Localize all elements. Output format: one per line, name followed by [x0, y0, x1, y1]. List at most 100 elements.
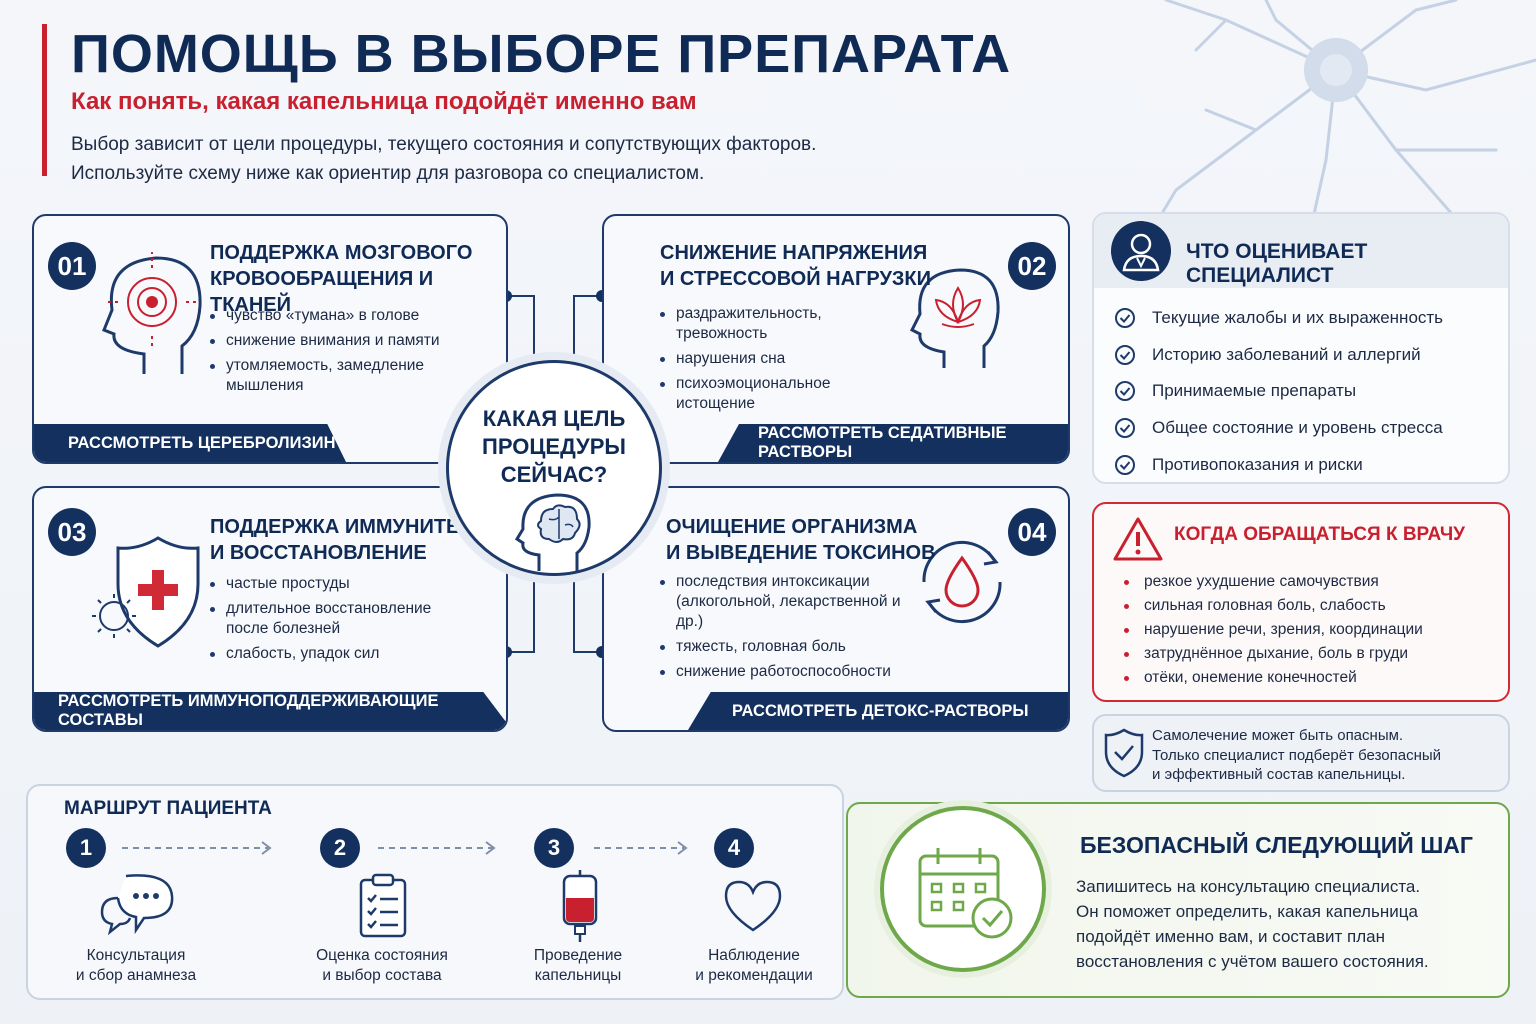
- question-line: СЕЙЧАС?: [500, 462, 608, 487]
- question-line: ПРОЦЕДУРЫ: [482, 434, 626, 459]
- shield-cross-icon: [92, 536, 200, 648]
- symptom-list: раздражительность, тревожность нарушения…: [658, 304, 858, 419]
- recommendation-ribbon[interactable]: РАССМОТРЕТЬ ИММУНОПОДДЕРЖИВАЮЩИЕ СОСТАВЫ: [34, 692, 506, 730]
- check-circle-icon: [1115, 454, 1135, 475]
- checklist-text: Текущие жалобы и их выраженность: [1152, 308, 1444, 328]
- card-title-line: ПОДДЕРЖКА МОЗГОВОГО: [210, 242, 473, 264]
- warning-list: резкое ухудшение самочувствия сильная го…: [1118, 570, 1423, 690]
- list-item: снижение работоспособности: [658, 662, 908, 682]
- next-step-title: БЕЗОПАСНЫЙ СЛЕДУЮЩИЙ ШАГ: [1080, 832, 1473, 858]
- note-line: Самолечение может быть опасным.: [1152, 727, 1404, 744]
- step-label-line: и выбор состава: [322, 967, 442, 984]
- check-circle-icon: [1115, 344, 1135, 365]
- checklist-item: Общее состояние и уровень стресса: [1114, 410, 1443, 447]
- neuron-illustration: [1144, 0, 1536, 252]
- note-line: Только специалист подберёт безопасный: [1152, 746, 1442, 764]
- warning-triangle-icon: [1113, 517, 1163, 561]
- recommendation-ribbon[interactable]: РАССМОТРЕТЬ ЦЕРЕБРОЛИЗИН: [34, 424, 346, 462]
- card-title-line: И ВОССТАНОВЛЕНИЕ: [210, 542, 427, 564]
- card-title: ПОДДЕРЖКА ИММУНИТЕТА И ВОССТАНОВЛЕНИЕ: [210, 514, 485, 566]
- list-item: затруднённое дыхание, боль в груди: [1118, 642, 1423, 666]
- recommendation-ribbon[interactable]: РАССМОТРЕТЬ ДЕТОКС-РАСТВОРЫ: [688, 692, 1068, 730]
- step-label-line: и сбор анамнеза: [75, 967, 197, 984]
- dashed-arrow-icon: [122, 841, 272, 855]
- step-label-line: Наблюдение: [708, 947, 800, 964]
- question-line: КАКАЯ ЦЕЛЬ: [482, 406, 626, 431]
- warning-title: КОГДА ОБРАЩАТЬСЯ К ВРАЧУ: [1174, 524, 1465, 545]
- step-label: Наблюдение и рекомендации: [664, 946, 844, 986]
- step-label-line: Консультация: [86, 947, 186, 964]
- card-number: 01: [48, 242, 96, 290]
- list-item: сильная головная боль, слабость: [1118, 594, 1423, 618]
- recommendation-ribbon[interactable]: РАССМОТРЕТЬ СЕДАТИВНЫЕ РАСТВОРЫ: [718, 424, 1068, 462]
- list-item: раздражительность, тревожность: [658, 304, 858, 344]
- next-step-line: восстановления с учётом вашего состояния…: [1076, 952, 1429, 971]
- next-step-line: Он поможет определить, какая капельница: [1076, 902, 1418, 921]
- step-number: 3: [534, 828, 574, 868]
- doctor-avatar-icon: [1111, 221, 1171, 281]
- check-circle-icon: [1115, 418, 1135, 439]
- dashed-arrow-icon: [594, 841, 688, 855]
- page-title: ПОМОЩЬ В ВЫБОРЕ ПРЕПАРАТА: [71, 24, 1012, 84]
- calendar-check-icon: [918, 848, 1013, 939]
- goal-card-detox[interactable]: 04 ОЧИЩЕНИЕ ОРГАНИЗМА И ВЫВЕДЕНИЕ ТОКСИН…: [602, 486, 1070, 732]
- checklist-item: Противопоказания и риски: [1114, 446, 1443, 483]
- self-treatment-note: Самолечение может быть опасным. Только с…: [1092, 714, 1510, 792]
- next-step-line: Запишитесь на консультацию специалиста.: [1076, 877, 1421, 896]
- checklist-text: Противопоказания и риски: [1152, 454, 1363, 474]
- check-circle-icon: [1115, 381, 1135, 402]
- drop-cycle-icon: [922, 540, 1002, 624]
- goal-card-immunity[interactable]: 03 ПОДДЕРЖКА ИММУНИТЕТА И ВОССТАНОВЛЕНИЕ…: [32, 486, 508, 732]
- list-item: тяжесть, головная боль: [658, 637, 908, 657]
- list-item: чувство «тумана» в голове: [208, 306, 478, 326]
- list-item: длительное восстановление после болезней: [208, 599, 458, 639]
- card-title-line: КРОВООБРАЩЕНИЯ И ТКАНЕЙ: [210, 268, 434, 316]
- list-item: снижение внимания и памяти: [208, 331, 478, 351]
- goal-card-stress-relief[interactable]: 02 СНИЖЕНИЕ НАПРЯЖЕНИЯ И СТРЕССОВОЙ НАГР…: [602, 214, 1070, 464]
- card-title-line: ОЧИЩЕНИЕ ОРГАНИЗМА: [666, 516, 918, 538]
- list-item: резкое ухудшение самочувствия: [1118, 570, 1423, 594]
- iv-bag-icon: [562, 870, 598, 942]
- card-title: ОЧИЩЕНИЕ ОРГАНИЗМА И ВЫВЕДЕНИЕ ТОКСИНОВ: [666, 514, 936, 566]
- intro-line: Выбор зависит от цели процедуры, текущег…: [71, 134, 817, 155]
- card-number: 03: [48, 508, 96, 556]
- intro-line: Используйте схему ниже как ориентир для …: [71, 163, 705, 184]
- card-number: 04: [1008, 508, 1056, 556]
- intro-text: Выбор зависит от цели процедуры, текущег…: [71, 130, 1042, 188]
- goal-card-brain-circulation[interactable]: 01 ПОДДЕРЖКА МОЗГОВОГО КРОВООБРАЩЕНИЯ И …: [32, 214, 508, 464]
- symptom-list: чувство «тумана» в голове снижение внима…: [208, 306, 478, 401]
- goal-question: КАКАЯ ЦЕЛЬ ПРОЦЕДУРЫ СЕЙЧАС?: [449, 405, 659, 489]
- list-item: слабость, упадок сил: [208, 644, 458, 664]
- symptom-list: частые простуды длительное восстановлени…: [208, 574, 458, 669]
- checklist-item: Текущие жалобы и их выраженность: [1114, 300, 1443, 337]
- clipboard-icon: [359, 873, 407, 938]
- step-label-line: Оценка состояния: [316, 947, 448, 964]
- next-step-text: Запишитесь на консультацию специалиста. …: [1076, 874, 1476, 974]
- list-item: утомляемость, замедление мышления: [208, 356, 478, 396]
- card-title-line: И СТРЕССОВОЙ НАГРУЗКИ: [660, 268, 932, 290]
- list-item: нарушение речи, зрения, координации: [1118, 618, 1423, 642]
- card-title-line: ПОДДЕРЖКА ИММУНИТЕТА: [210, 516, 485, 538]
- dashed-arrow-icon: [378, 841, 496, 855]
- heart-icon: [724, 880, 782, 932]
- list-item: отёки, онемение конечностей: [1118, 666, 1423, 690]
- symptom-list: последствия интоксикации (алкогольной, л…: [658, 572, 908, 687]
- patient-route-panel: МАРШРУТ ПАЦИЕНТА 1 Консультация и сбор а…: [26, 784, 844, 1000]
- calendar-badge: [880, 806, 1046, 972]
- checklist-text: Общее состояние и уровень стресса: [1152, 418, 1443, 438]
- list-item: нарушения сна: [658, 349, 858, 369]
- next-step-line: подойдёт именно вам, и составит план: [1076, 927, 1385, 946]
- note-text: Самолечение может быть опасным. Только с…: [1152, 726, 1441, 785]
- card-title: ПОДДЕРЖКА МОЗГОВОГО КРОВООБРАЩЕНИЯ И ТКА…: [210, 240, 506, 318]
- checklist-item: Принимаемые препараты: [1114, 373, 1443, 410]
- list-item: психоэмоциональное истощение: [658, 374, 858, 414]
- specialist-panel: ЧТО ОЦЕНИВАЕТ СПЕЦИАЛИСТ Текущие жалобы …: [1092, 212, 1510, 484]
- head-target-icon: [102, 252, 202, 374]
- checklist-text: Принимаемые препараты: [1152, 381, 1357, 401]
- note-line: и эффективный состав капельницы.: [1152, 766, 1406, 783]
- step-label: Оценка состояния и выбор состава: [292, 946, 472, 986]
- step-label-line: Проведение: [533, 947, 623, 964]
- step-number: 4: [714, 828, 754, 868]
- card-title-line: И ВЫВЕДЕНИЕ ТОКСИНОВ: [666, 542, 936, 564]
- card-title-line: СНИЖЕНИЕ НАПРЯЖЕНИЯ: [660, 242, 928, 264]
